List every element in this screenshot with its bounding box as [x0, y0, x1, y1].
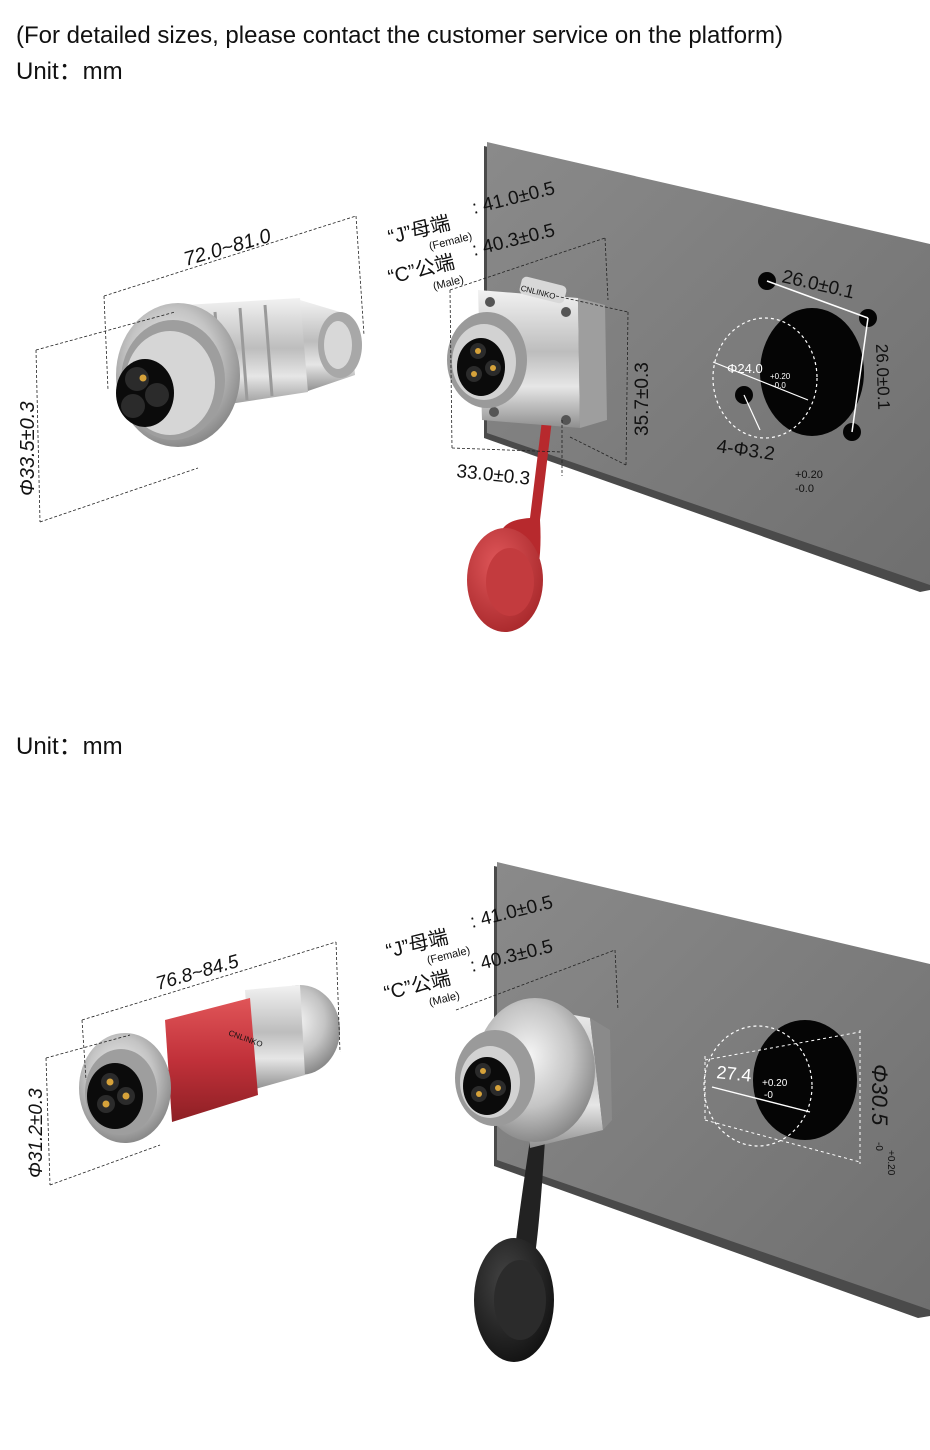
cut-tol-plus: +0.20 — [762, 1078, 788, 1089]
cut-tol-minus: -0 — [764, 1090, 773, 1101]
mounting-panel-2 — [494, 862, 930, 1318]
plug-connector-2: CNLINKO — [79, 985, 340, 1143]
panel-hole-diameter: Φ24.0 — [727, 361, 763, 376]
panel-cutout-2 — [703, 1020, 861, 1164]
panel-cutout-1 — [712, 272, 877, 441]
flange-height-label: 35.7±0.3 — [632, 362, 653, 436]
panel-tol-minus-2: -0 — [873, 1142, 884, 1151]
unit-label-bottom: Unit：mm — [16, 733, 123, 760]
plug-diameter-label: Φ33.5±0.3 — [17, 402, 39, 496]
dimension-lines-2 — [45, 941, 619, 1186]
unit-label-top: Unit：mm — [16, 58, 123, 85]
dimension-lines-1 — [35, 215, 629, 523]
panel-hole-tol-plus: +0.20 — [770, 372, 791, 381]
plug-diameter-label-2: Φ31.2±0.3 — [26, 1088, 47, 1178]
panel-socket-2 — [455, 998, 612, 1362]
detail-size-note: (For detailed sizes, please contact the … — [16, 22, 784, 49]
screw-tol-minus: -0.0 — [795, 483, 814, 495]
plug-length-label-2: 76.8~84.5 — [154, 951, 242, 995]
panel-hole-tol-minus: -0.0 — [772, 381, 786, 390]
mounting-panel-1 — [484, 142, 930, 592]
flange-width-label: 33.0±0.3 — [455, 461, 531, 490]
cut-width-label: 27.4 — [716, 1062, 753, 1086]
panel-tol-plus-2: +0.20 — [885, 1150, 896, 1176]
flange-socket-1: CNLINKO — [447, 276, 607, 632]
screw-tol-plus: +0.20 — [795, 469, 823, 481]
hole-spacing-vertical: 26.0±0.1 — [872, 343, 893, 410]
panel-hole-diameter-2: Φ30.5 — [867, 1064, 892, 1126]
plug-connector-1 — [116, 298, 362, 447]
plug-length-label: 72.0~81.0 — [181, 225, 273, 271]
